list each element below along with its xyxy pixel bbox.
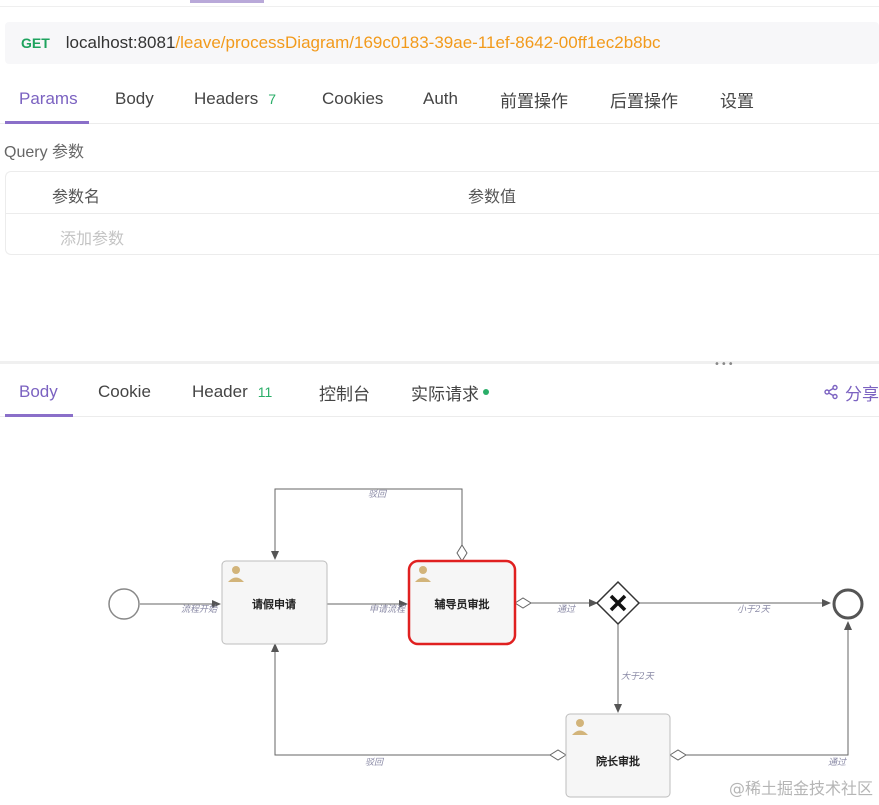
panel-splitter[interactable] [0,361,879,364]
flow-counselor-pass-diamond [514,597,532,609]
tab-params[interactable]: Params [19,89,78,108]
url-host: localhost:8081 [65,33,176,52]
url-input[interactable]: localhost:8081/leave/processDiagram/169c… [66,33,661,53]
flow-counselor-reject-diamond [456,544,468,562]
flow-dean-pass-diamond [669,749,687,761]
tab-console[interactable]: 控制台 [319,384,370,404]
tab-settings[interactable]: 设置 [720,91,754,111]
flow-label-submit: 申请流程 [369,604,406,615]
actual-request-status-dot [483,389,489,395]
query-params-title: Query 参数 [4,144,85,161]
tab-pre-operations[interactable]: 前置操作 [500,91,568,111]
flow-label-reject-bottom: 驳回 [365,757,385,768]
flow-dean-to-end [670,621,852,756]
watermark: @稀土掘金技术社区 [728,779,873,798]
process-diagram: 流程开始 申请流程 驳回 通过 小于2天 大于2天 驳回 通过 请假申请 辅导员… [108,488,864,798]
start-event [108,588,140,620]
task-label-dean: 院长审批 [596,754,640,768]
url-bar[interactable]: GET localhost:8081/leave/processDiagram/… [5,22,879,64]
url-path: /leave/processDiagram/169c0183-39ae-11ef… [175,33,661,52]
splitter-grip-icon[interactable]: ••• [714,359,735,370]
exclusive-gateway [595,580,641,626]
tab-post-operations[interactable]: 后置操作 [610,91,678,111]
share-label: 分享 [845,384,879,404]
flow-label-pass-dean: 通过 [828,757,847,768]
flow-dean-reject-diamond [549,749,567,761]
flow-dean-reject [271,643,566,756]
params-table-header: 参数名 参数值 [6,172,879,214]
end-event [832,588,864,620]
flow-label-reject-top: 驳回 [368,489,388,500]
headers-count-badge: 7 [268,91,277,107]
tab-cookies[interactable]: Cookies [322,89,384,108]
header-count-badge: 11 [257,384,273,400]
task-counselor-approval: 辅导员审批 [407,559,517,646]
share-icon [824,384,838,400]
user-icon [415,566,431,582]
flow-label-greater-than: 大于2天 [621,671,655,682]
tab-response-body-underline [5,414,73,417]
http-method[interactable]: GET [21,35,50,51]
share-button[interactable]: 分享 [823,367,879,417]
flow-label-start: 流程开始 [181,604,218,615]
task-label-apply: 请假申请 [252,597,296,611]
tab-response-cookie[interactable]: Cookie [98,382,151,401]
tab-body[interactable]: Body [115,89,154,108]
user-icon [228,566,244,582]
query-params-table: 参数名 参数值 添加参数 [5,171,879,255]
top-tab-indicator [190,0,264,3]
task-dean-approval: 院长审批 [565,713,671,798]
add-param-input[interactable]: 添加参数 [60,231,125,248]
top-divider [0,6,879,7]
tab-params-underline [5,121,89,124]
user-icon [572,719,588,735]
flow-counselor-reject [271,488,463,561]
tab-response-body[interactable]: Body [19,382,58,401]
param-value-header: 参数值 [468,189,517,206]
param-name-header: 参数名 [52,189,101,206]
tab-actual-request[interactable]: 实际请求 [411,367,489,417]
flow-label-less-than: 小于2天 [737,604,771,615]
task-leave-application: 请假申请 [221,560,328,645]
task-label-counselor: 辅导员审批 [435,597,490,611]
flow-label-pass: 通过 [557,604,576,615]
tab-auth[interactable]: Auth [423,89,458,108]
